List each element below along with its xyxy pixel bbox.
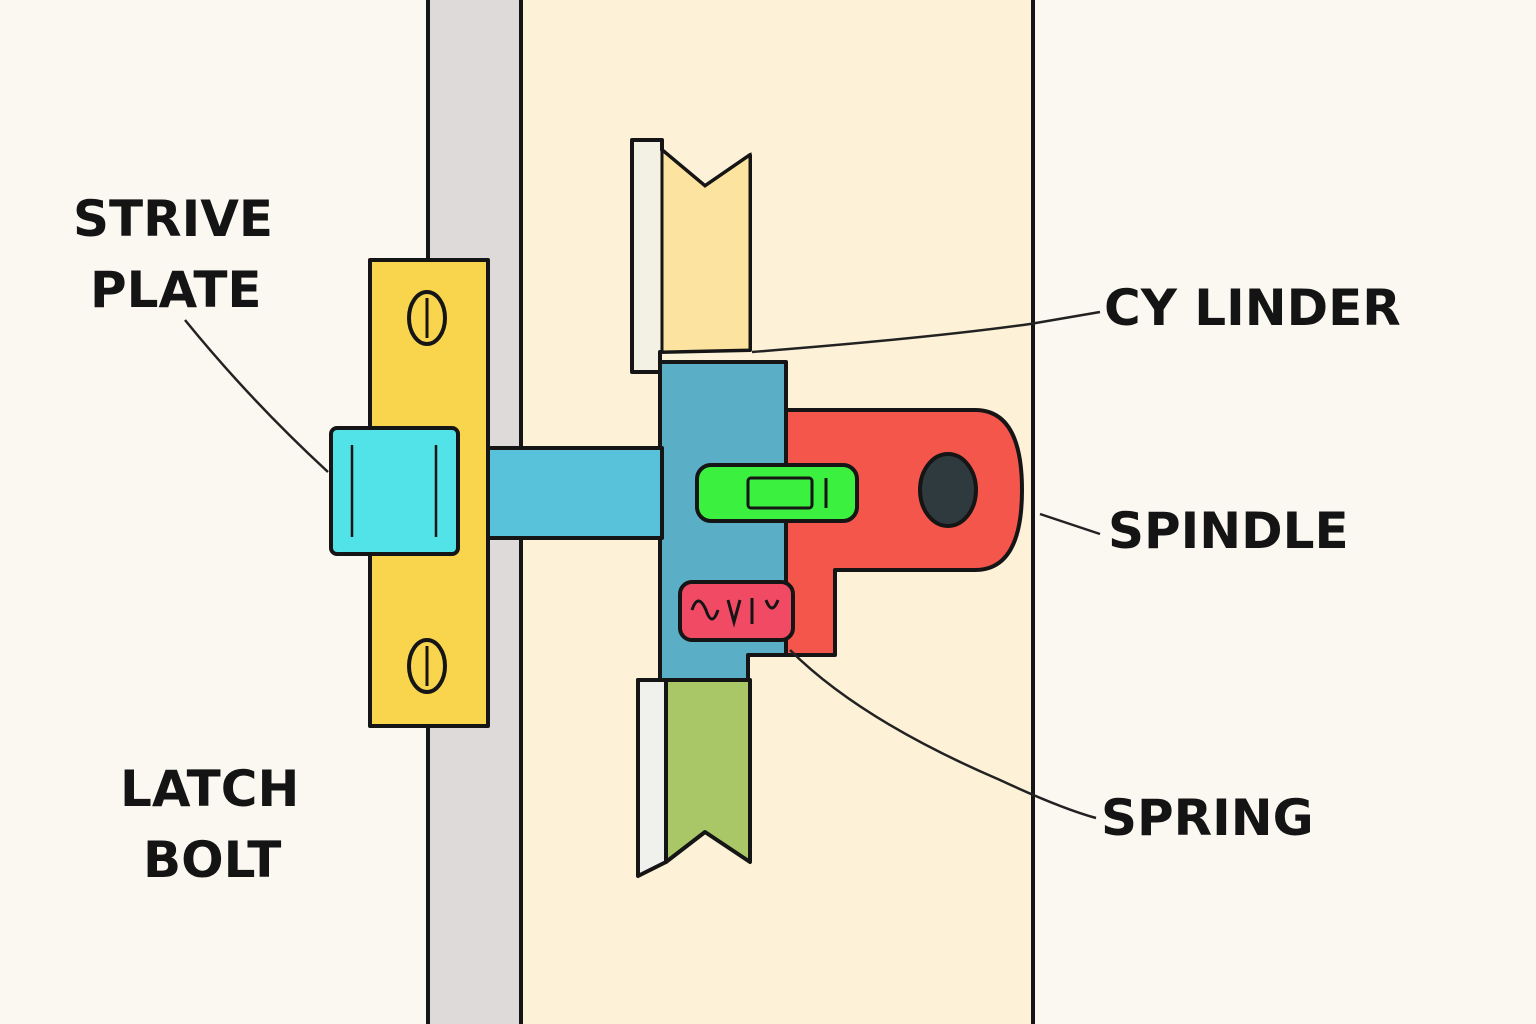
spindle-leader: [1039, 512, 1101, 536]
spring-component: [678, 580, 795, 642]
latch-bolt: [329, 426, 460, 556]
latch-bolt-label-line1: LATCH: [120, 760, 299, 818]
spindle-pin: [695, 463, 859, 523]
spring-label: SPRING: [1101, 789, 1314, 847]
spring-leader: [789, 649, 1097, 820]
cylinder-leader: [751, 310, 1101, 354]
cylinder-upper-shaft: [630, 138, 752, 374]
latch-bar: [486, 446, 664, 540]
spindle-label: SPINDLE: [1108, 502, 1349, 560]
strike-plate-leader: [184, 319, 329, 473]
spindle-hole: [918, 452, 978, 528]
latch-bolt-label-line2: BOLT: [143, 831, 281, 889]
strike-plate-label-line2: PLATE: [90, 261, 262, 319]
cylinder-label: CY LINDER: [1104, 279, 1401, 337]
cylinder-lower-shaft: [636, 678, 752, 878]
strike-plate-label-line1: STRIVE: [73, 190, 273, 248]
